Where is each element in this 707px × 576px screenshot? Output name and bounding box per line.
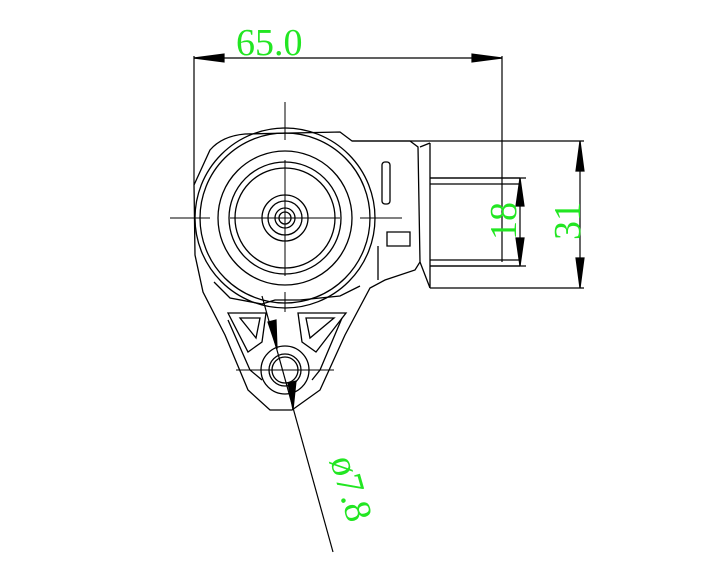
lug-upper-edge xyxy=(213,281,361,305)
lug-right-rib xyxy=(311,317,343,381)
outer-height-dimension xyxy=(352,140,585,289)
outer-height-text: 31 xyxy=(547,202,589,240)
outer-arrow-bottom xyxy=(575,257,585,289)
inner-arrow-bottom xyxy=(515,237,525,267)
port-flange-top xyxy=(419,142,431,148)
outer-arrow-top xyxy=(575,140,585,172)
width-arrow-right xyxy=(471,53,503,63)
body-outline xyxy=(193,131,421,411)
port-flange-bottom xyxy=(419,261,431,289)
port-slot xyxy=(381,161,391,205)
inner-height-text: 18 xyxy=(483,202,525,240)
hole-diameter-dimension xyxy=(261,295,334,553)
lug-left-cutout xyxy=(226,312,267,353)
inner-height-dimension xyxy=(430,177,526,267)
diameter-arrow-bottom xyxy=(287,380,297,411)
hole-diameter-text: ø7.8 xyxy=(321,451,380,527)
width-dimension-text: 65.0 xyxy=(236,22,303,64)
port-latch xyxy=(386,231,411,247)
lug-left-rib xyxy=(227,319,263,381)
width-arrow-left xyxy=(193,53,225,63)
lug-left-cutout-inner xyxy=(238,317,261,340)
diameter-arrow-top xyxy=(267,319,278,350)
lug-right-cutout xyxy=(297,312,348,353)
middle-circle xyxy=(217,150,353,286)
center-lines xyxy=(170,102,402,371)
width-dimension xyxy=(193,53,503,262)
lug-right-cutout-inner xyxy=(305,317,336,340)
part-outline xyxy=(193,127,520,411)
inner-arrow-top xyxy=(515,177,525,207)
